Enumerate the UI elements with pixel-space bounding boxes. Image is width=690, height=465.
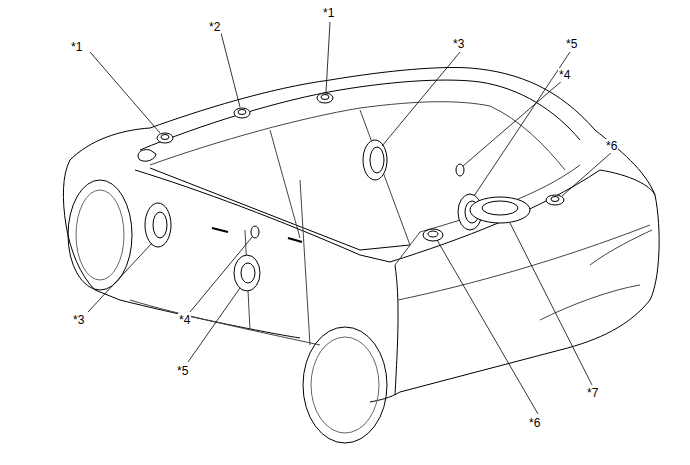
callout-number: *5 [176, 364, 189, 378]
callout-number: *2 [208, 20, 221, 34]
callout-number: *6 [528, 416, 541, 430]
callout-number: *1 [322, 6, 335, 20]
callout-number: *3 [452, 37, 465, 51]
callout-number: *6 [605, 139, 618, 153]
callout-number: *5 [565, 37, 578, 51]
callout-number: *4 [558, 68, 571, 82]
callout-number: *1 [70, 40, 83, 54]
callout-number: *7 [586, 386, 599, 400]
callout-number: *4 [178, 313, 191, 327]
callout-number: *3 [72, 313, 85, 327]
